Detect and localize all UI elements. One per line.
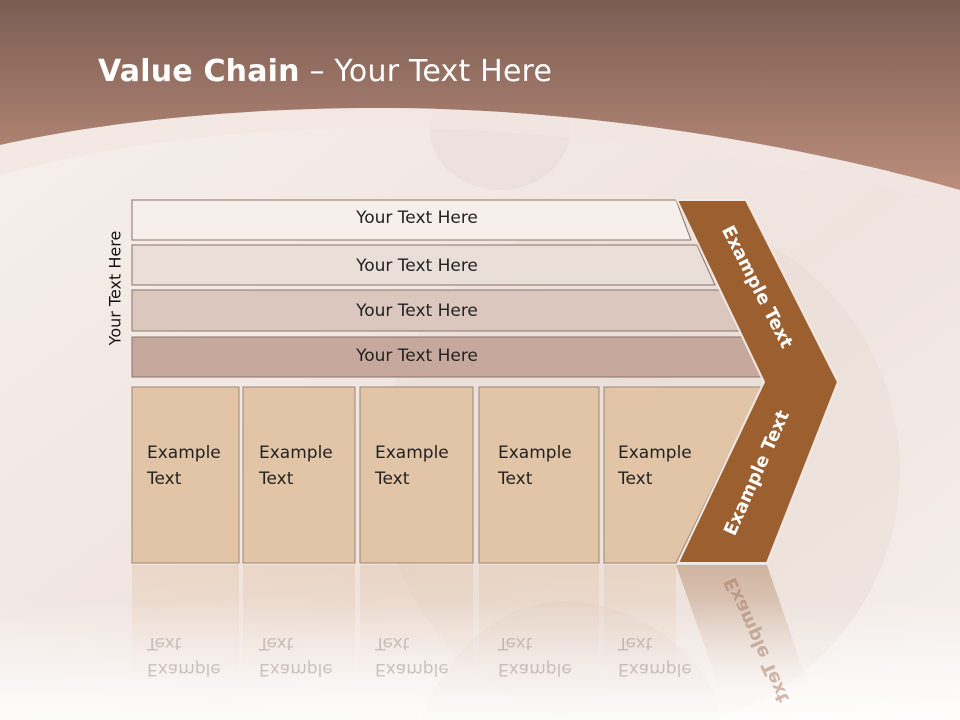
title-rest: – Your Text Here (299, 54, 553, 89)
reflection-3-line2: Text (375, 633, 410, 653)
reflection-label-3: Example Text (375, 630, 449, 682)
reflection-5-line1: Example (618, 659, 692, 679)
support-band-1 (131, 199, 692, 241)
primary-activity-3-line1: Example (375, 443, 449, 463)
primary-activity-2-line1: Example (259, 443, 333, 463)
reflection-5-line2: Text (618, 633, 653, 653)
reflection-label-2: Example Text (259, 630, 333, 682)
side-label: Your Text Here (105, 230, 125, 346)
primary-activity-label-3: Example Text (375, 440, 449, 492)
title-bold: Value Chain (98, 54, 300, 89)
primary-activity-box-4 (478, 386, 600, 564)
primary-activity-3-line2: Text (375, 469, 410, 489)
reflection-label-5: Example Text (618, 630, 692, 682)
reflection-2-line1: Example (259, 659, 333, 679)
reflection-4-line1: Example (498, 659, 572, 679)
primary-activity-1-line2: Text (147, 469, 182, 489)
margin-chevron (675, 199, 840, 564)
reflection-3-line1: Example (375, 659, 449, 679)
primary-activity-4-line1: Example (498, 443, 572, 463)
support-band-label-2: Your Text Here (356, 256, 478, 276)
primary-activity-5-line1: Example (618, 443, 692, 463)
primary-activity-box-5 (603, 386, 763, 564)
primary-activity-box-2 (242, 386, 356, 564)
reflection-label-4: Example Text (498, 630, 572, 682)
primary-activity-box-1 (131, 386, 240, 564)
support-band-label-3: Your Text Here (356, 301, 478, 321)
reflection-2-line2: Text (259, 633, 294, 653)
primary-activity-4-line2: Text (498, 469, 533, 489)
primary-activity-5-line2: Text (618, 469, 653, 489)
support-band-2 (131, 244, 716, 286)
primary-activity-label-2: Example Text (259, 440, 333, 492)
reflection-1-line1: Example (147, 659, 221, 679)
primary-activity-label-4: Example Text (498, 440, 572, 492)
primary-activity-label-5: Example Text (618, 440, 692, 492)
primary-activity-box-3 (359, 386, 474, 564)
support-band-label-1: Your Text Here (356, 208, 478, 228)
reflection-label-1: Example Text (147, 630, 221, 682)
primary-activity-2-line2: Text (259, 469, 294, 489)
reflection-4-line2: Text (498, 633, 533, 653)
slide-title: Value Chain – Your Text Here (98, 54, 552, 89)
primary-activity-1-line1: Example (147, 443, 221, 463)
support-band-label-4: Your Text Here (356, 346, 478, 366)
primary-activity-label-1: Example Text (147, 440, 221, 492)
reflection-1-line2: Text (147, 633, 182, 653)
